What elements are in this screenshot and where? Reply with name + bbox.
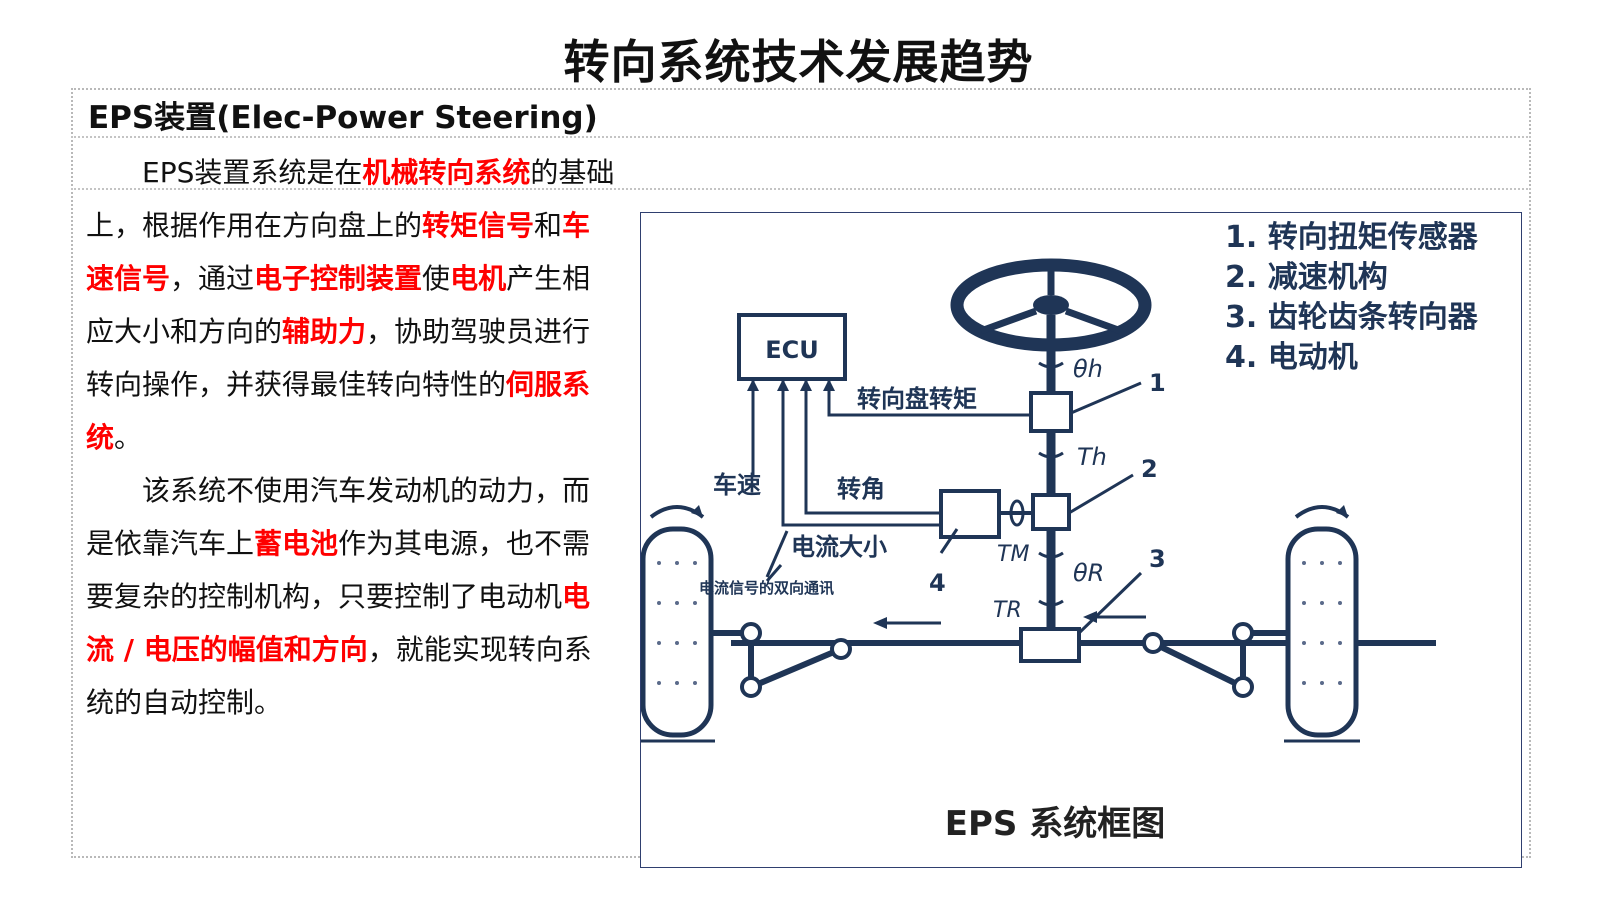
label-2: 2 — [1141, 455, 1158, 483]
steering-torque-label: 转向盘转矩 — [857, 385, 977, 413]
description-text: EPS装置系统是在机械转向系统的基础上，根据作用在方向盘上的转矩信号和车速信号，… — [86, 146, 616, 729]
eps-diagram-svg: ECU — [641, 220, 1479, 844]
reduction-gear-box — [1031, 493, 1071, 531]
theta-r-label: θR — [1073, 559, 1104, 587]
paragraph-1: EPS装置系统是在机械转向系统的基础上，根据作用在方向盘上的转矩信号和车速信号，… — [86, 146, 616, 464]
highlight-text: 电子控制装置 — [254, 262, 423, 295]
highlight-text: 电机 — [450, 262, 507, 295]
t-h-label: Th — [1077, 443, 1107, 471]
legend-item-3: 3. 齿轮齿条转向器 — [1225, 300, 1479, 335]
paragraph-2: 该系统不使用汽车发动机的动力，而是依靠汽车上蓄电池作为其电源，也不需要复杂的控制… — [86, 464, 616, 729]
highlight-text: 车速信号 — [86, 209, 591, 295]
body-segment: 的基础上，根据作用在方向盘上的 — [86, 156, 615, 242]
diagram-caption: EPS 系统框图 — [945, 804, 1165, 844]
highlight-text: 辅助力 — [282, 315, 367, 348]
legend-item-1: 1. 转向扭矩传感器 — [1225, 220, 1479, 255]
t-r-label: TR — [993, 598, 1022, 623]
body-segment: 使 — [422, 262, 451, 295]
body-segment: EPS装置系统是在 — [142, 156, 363, 189]
left-wheel-icon — [641, 526, 714, 738]
legend-item-2: 2. 减速机构 — [1225, 260, 1388, 295]
vehicle-speed-label: 车速 — [713, 471, 761, 499]
divider-top — [71, 136, 1531, 138]
ecu-box — [737, 313, 847, 381]
divider-second — [71, 188, 1531, 190]
highlight-text: 转矩信号 — [422, 209, 535, 242]
legend-item-4: 4. 电动机 — [1225, 340, 1358, 375]
body-segment: ，就能实现转向系统的自动控制。 — [86, 633, 592, 719]
highlight-text: 蓄电池 — [254, 527, 339, 560]
current-magnitude-label: 电流大小 — [791, 533, 887, 561]
label-1: 1 — [1149, 369, 1166, 397]
highlight-text: 机械转向系统 — [362, 156, 531, 189]
label-4: 4 — [929, 569, 946, 597]
body-segment: 产生相应大小和方向的 — [86, 262, 591, 348]
body-segment: 。 — [114, 421, 143, 454]
highlight-text: 伺服系统 — [86, 368, 591, 454]
steering-angle-label: 转角 — [837, 475, 885, 503]
body-segment: ，通过 — [170, 262, 255, 295]
electric-motor-box — [939, 489, 1001, 539]
torque-sensor-box — [1029, 391, 1073, 433]
rack-pinion-box — [1019, 627, 1081, 663]
bidirectional-comm-annotation: 电流信号的双向通讯 — [699, 579, 834, 597]
eps-system-diagram: ECU — [640, 212, 1522, 868]
t-m-label: TM — [997, 542, 1029, 567]
label-3: 3 — [1149, 545, 1166, 573]
right-wheel-icon — [1285, 526, 1359, 738]
steering-hub-icon — [1033, 295, 1069, 315]
theta-h-label: θh — [1073, 355, 1103, 383]
page-title: 转向系统技术发展趋势 — [563, 35, 1034, 89]
ecu-label: ECU — [765, 336, 819, 364]
section-subtitle: EPS装置(Elec-Power Steering) — [88, 100, 598, 136]
body-segment: ，协助驾驶员进行转向操作，并获得最佳转向特性的 — [86, 315, 591, 401]
body-segment: 和 — [534, 209, 563, 242]
highlight-text: 电流 / 电压的幅值和方向 — [86, 580, 591, 666]
body-segment: 作为其电源，也不需要复杂的控制机构，只要控制了电动机 — [86, 527, 591, 613]
body-segment: 该系统不使用汽车发动机的动力，而是依靠汽车上 — [86, 474, 591, 560]
